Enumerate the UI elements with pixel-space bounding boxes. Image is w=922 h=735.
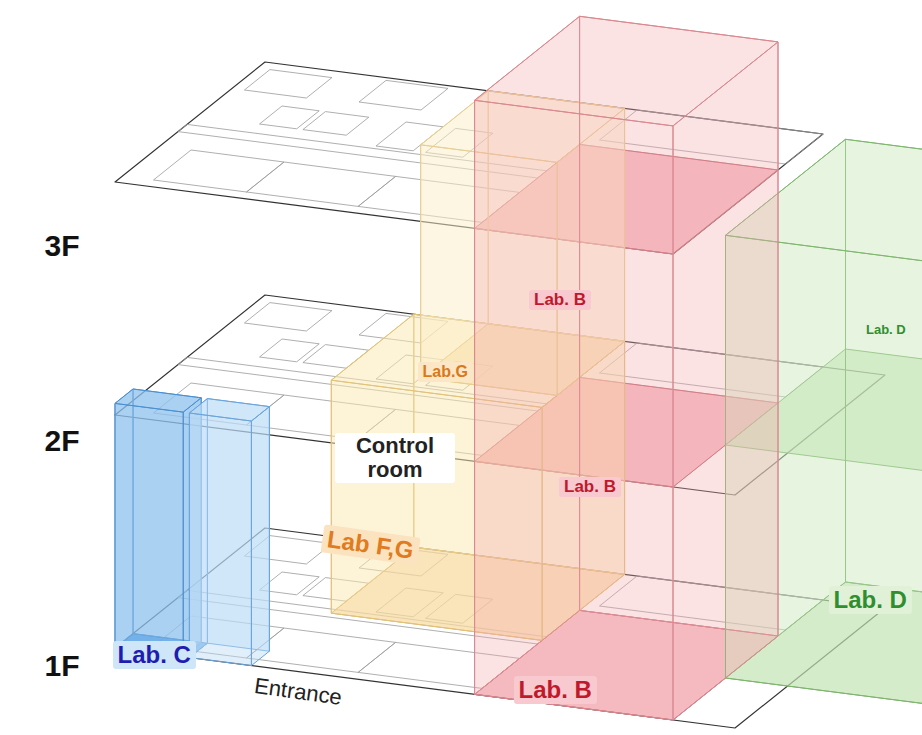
lab-volume	[475, 100, 673, 720]
lab-volume	[115, 389, 201, 412]
lab-volume	[673, 42, 778, 720]
floor-label: 2F	[41, 423, 84, 458]
lab-volume	[251, 407, 269, 666]
room-outline	[260, 339, 320, 362]
lab-volume	[189, 399, 269, 421]
lab-label: Lab. B	[529, 290, 591, 311]
lab-name: Lab. C	[118, 642, 191, 668]
room-outline	[260, 106, 320, 129]
room-outline	[247, 162, 396, 206]
lab-label: Lab. D	[861, 322, 911, 338]
floor-label: 1F	[41, 648, 84, 683]
lab-name: Lab. D	[866, 323, 906, 337]
room-outline	[154, 150, 285, 192]
lab-label: Lab.G	[418, 362, 473, 382]
lab-label: Lab. C	[113, 641, 196, 669]
lab-name: Lab.G	[423, 363, 468, 381]
lab-name: Lab. D	[834, 587, 907, 613]
lab-volume	[475, 16, 778, 126]
room-outline	[244, 70, 332, 98]
lab-label: Lab. B	[514, 676, 597, 704]
entrance-label: Entrance	[249, 672, 348, 711]
lab-label: Lab. D	[829, 586, 912, 614]
floor-label: 3F	[41, 228, 84, 263]
lab-volume	[189, 413, 251, 666]
lab-name: Lab. B	[564, 478, 616, 497]
lab-name: Lab. B	[519, 677, 592, 703]
room-outline	[244, 303, 332, 331]
room-label: Control room	[335, 433, 455, 483]
lab-volume	[115, 403, 183, 656]
lab-name: Control room	[340, 434, 450, 482]
lab-label: Lab. B	[559, 477, 621, 498]
room-outline	[303, 112, 369, 136]
room-outline	[359, 80, 448, 110]
lab-name: Lab. B	[534, 291, 586, 310]
